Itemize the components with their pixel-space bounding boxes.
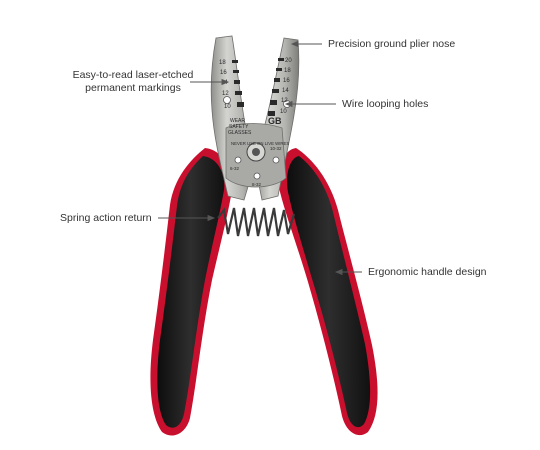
warning-line-0: WEAR [230, 118, 245, 124]
callout-spring: Spring action return [60, 212, 152, 224]
callout-markings-line2: permanent markings [85, 82, 181, 94]
callout-handle: Ergonomic handle design [368, 266, 487, 278]
screw-label-1: 10-32 [270, 146, 282, 151]
warning-line-1: SAFETY [229, 124, 249, 130]
spring [217, 207, 296, 237]
screw-label-2: 8-32 [252, 182, 262, 187]
gauge-right-2: 16 [283, 78, 290, 84]
brand-mark: GB [268, 116, 282, 126]
never-use-warning: NEVER USE ON LIVE WIRES [231, 141, 289, 146]
screw-label-0: 6-32 [230, 166, 240, 171]
callout-markings: Easy-to-read laser-etched permanent mark… [70, 69, 196, 95]
steel-jaws [210, 35, 300, 201]
gauge-right-4: 12 [281, 98, 288, 104]
gauge-right-5: 10 [280, 109, 287, 115]
warning-line-2: GLASSES [228, 130, 252, 136]
gauge-left-0: 18 [219, 60, 226, 66]
looping-hole-left [223, 96, 231, 104]
left-handle [150, 148, 233, 436]
etched-markings: 18 16 14 12 10 20 18 16 14 12 10 WEAR SA… [219, 58, 292, 187]
gauge-right-0: 20 [285, 58, 292, 64]
right-handle [278, 148, 378, 436]
gauge-left-4: 10 [224, 104, 231, 110]
callout-markings-line1: Easy-to-read laser-etched [72, 69, 194, 81]
gauge-right-3: 14 [282, 88, 289, 94]
callout-looping-holes: Wire looping holes [342, 98, 429, 110]
gauge-left-1: 16 [220, 70, 227, 76]
gauge-left-3: 12 [222, 91, 229, 97]
callout-plier-nose: Precision ground plier nose [328, 38, 456, 50]
leader-lines [158, 40, 362, 276]
gauge-right-1: 18 [284, 68, 291, 74]
